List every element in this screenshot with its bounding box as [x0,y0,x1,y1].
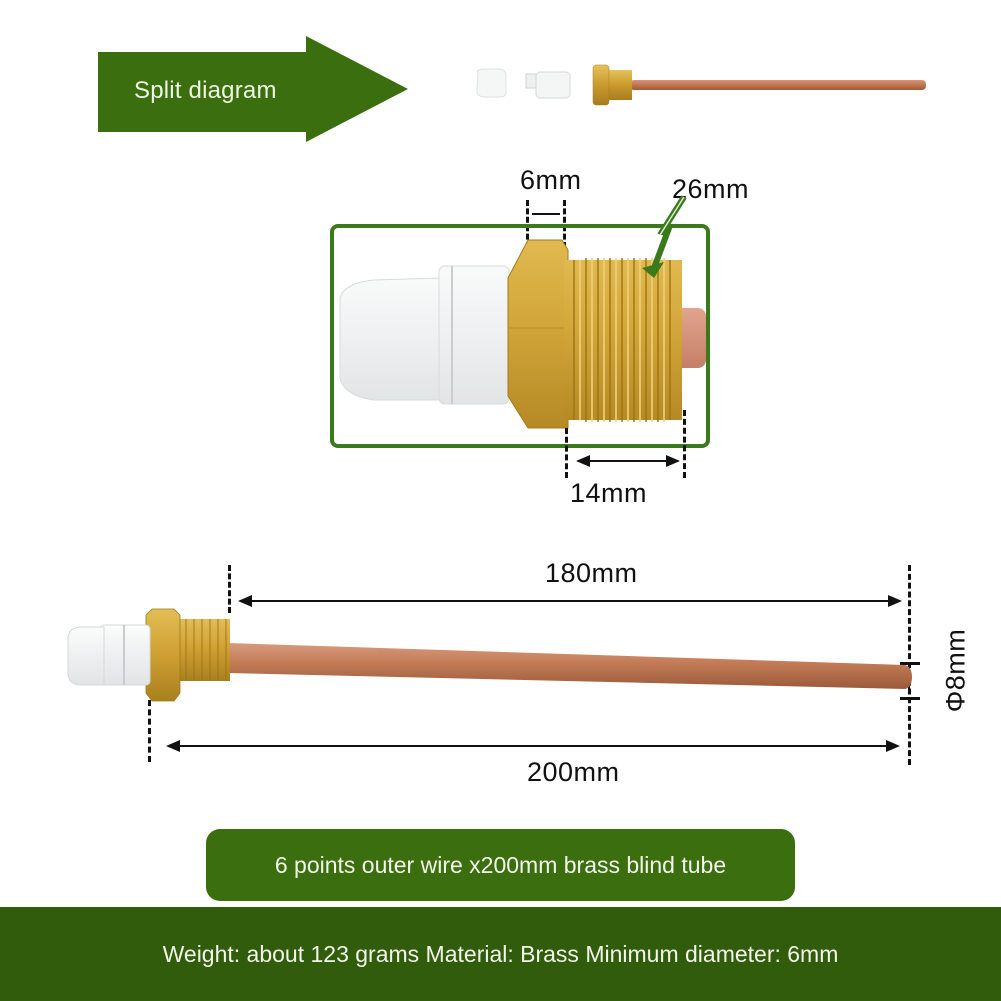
thread-length-label: 14mm [570,478,648,508]
split-diagram-label: Split diagram [134,77,277,104]
diameter-bottom-tick [900,697,920,700]
split-diagram-arrow: Split diagram [98,36,410,142]
tube-length-dimension-line [250,600,890,602]
product-title-banner: 6 points outer wire x200mm brass blind t… [206,829,795,901]
arrow-right-icon [886,740,900,752]
overall-length-label: 200mm [527,757,620,787]
exploded-parts-image [476,64,926,106]
arrow-left-icon [166,740,180,752]
seal-insert-part [525,71,571,99]
thread-pointer-arrow-icon [642,228,673,278]
tube-end-guide [908,565,911,765]
arrow-left-icon [576,455,590,467]
arrow-head-icon [306,36,408,142]
thread-dimension-line [588,460,668,462]
specs-text: Weight: about 123 grams Material: Brass … [162,940,839,967]
overall-start-guide [148,700,151,762]
thread-right-guide [683,410,686,478]
tube-length-label: 180mm [545,558,638,588]
thread-left-guide [565,428,568,478]
arrow-shaft [98,52,308,132]
hex-dimension-line [532,213,560,215]
specs-footer: Weight: about 123 grams Material: Brass … [0,907,1001,1001]
tube-diameter-label: Φ8mm [940,628,971,713]
diameter-top-tick [900,662,920,665]
hex-width-label: 6mm [520,165,582,195]
detail-zoom-frame [330,224,710,448]
overall-dimension-line [178,745,888,747]
arrow-right-icon [888,595,902,607]
product-title-text: 6 points outer wire x200mm brass blind t… [274,851,727,878]
full-assembly-image [67,608,912,702]
pointer-arrow-tail-icon [657,195,687,235]
cap-nut-part [476,68,507,98]
brass-tube-part [592,64,926,106]
fitting-detail-image [339,228,706,429]
arrow-left-icon [238,595,252,607]
arrow-right-icon [666,455,680,467]
tube-start-guide [228,565,231,613]
